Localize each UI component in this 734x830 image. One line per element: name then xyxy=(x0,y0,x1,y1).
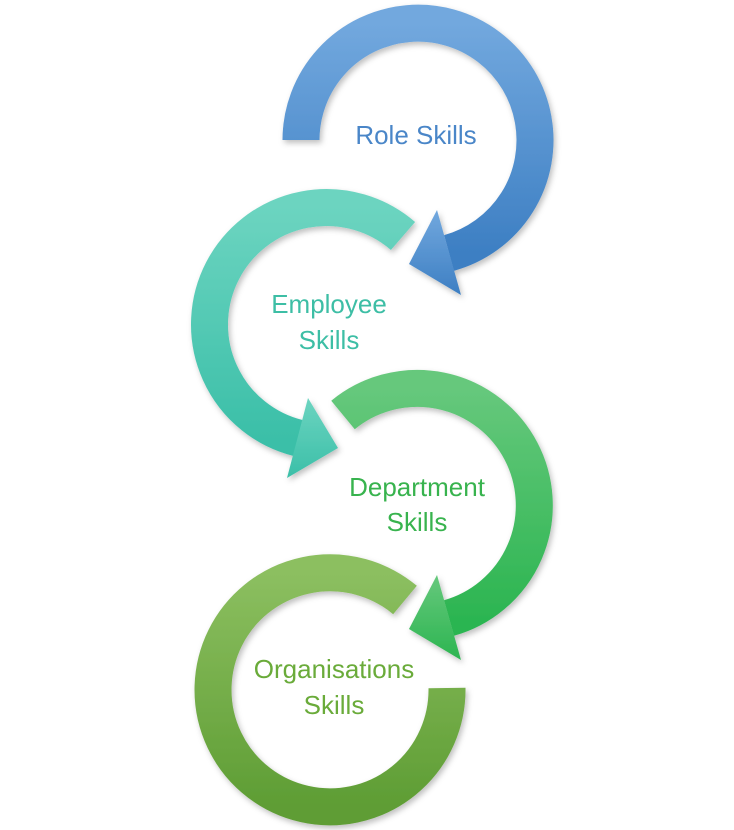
employee-skills-arrow xyxy=(191,189,416,478)
role-skills-arrow xyxy=(282,4,554,295)
arrowhead-icon xyxy=(287,398,338,478)
employee-skills-label-line2: Skills xyxy=(299,325,360,355)
arrowhead-icon xyxy=(409,210,461,295)
department-skills-arrow xyxy=(331,369,553,660)
arrowhead-icon xyxy=(409,575,461,660)
organisations-skills-label-line2: Skills xyxy=(304,690,365,720)
organisations-skills-label-line1: Organisations xyxy=(254,654,414,684)
organisations-skills-arrow xyxy=(194,554,466,826)
department-skills-label-line2: Skills xyxy=(387,507,448,537)
department-skills-label-line1: Department xyxy=(349,472,486,502)
employee-skills-label-line1: Employee xyxy=(271,289,387,319)
role-skills-label: Role Skills xyxy=(355,120,476,150)
